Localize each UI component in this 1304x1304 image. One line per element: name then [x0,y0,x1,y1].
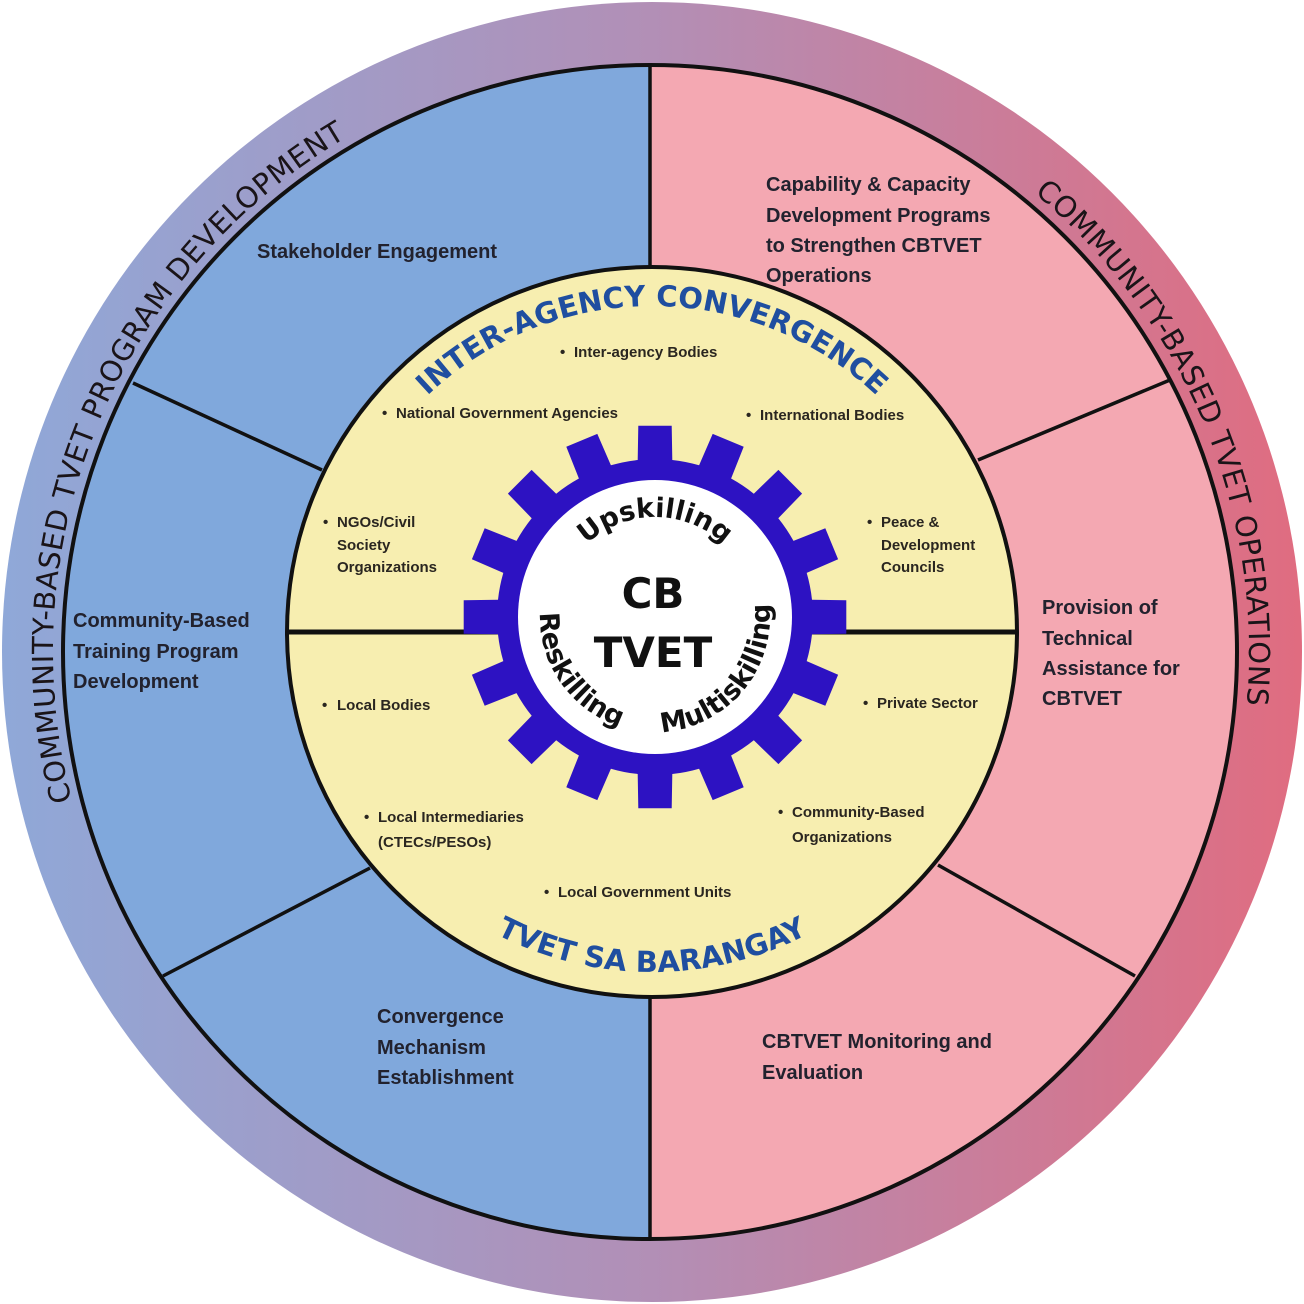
list-item: •National Government Agencies [382,405,618,422]
segment-dividers [132,66,1171,1238]
segment-convergence-mechanism: Convergence Mechanism Establishment [377,1006,514,1089]
segment-monitoring-evaluation: CBTVET Monitoring and Evaluation [762,1031,998,1084]
core-label-tvet: TVET [594,628,713,677]
segment-training-program-development: Community-Based Training Program Develop… [73,610,255,693]
list-item: •Private Sector [863,695,978,712]
segment-capability-development: Capability & Capacity Development Progra… [766,174,996,287]
core-label-cb: CB [622,569,685,618]
segment-technical-assistance: Provision of Technical Assistance for CB… [1042,597,1185,710]
stakeholder-list: •Inter-agency Bodies •National Governmen… [322,344,978,901]
list-item: •International Bodies [746,407,904,424]
divider-lower-left [162,866,371,978]
gear-center [518,480,792,754]
list-item: •Local Bodies [322,697,430,714]
divider-upper-right [977,378,1171,462]
list-item: •Local Government Units [544,884,731,901]
list-item: •Inter-agency Bodies [560,344,717,361]
inner-disc-border [61,63,1239,1241]
divider-upper-left [132,381,323,472]
divider-lower-right [937,863,1136,978]
list-item: •Local Intermediaries(CTECs/PESOs) [364,809,524,851]
segment-stakeholder-engagement: Stakeholder Engagement [257,241,497,263]
